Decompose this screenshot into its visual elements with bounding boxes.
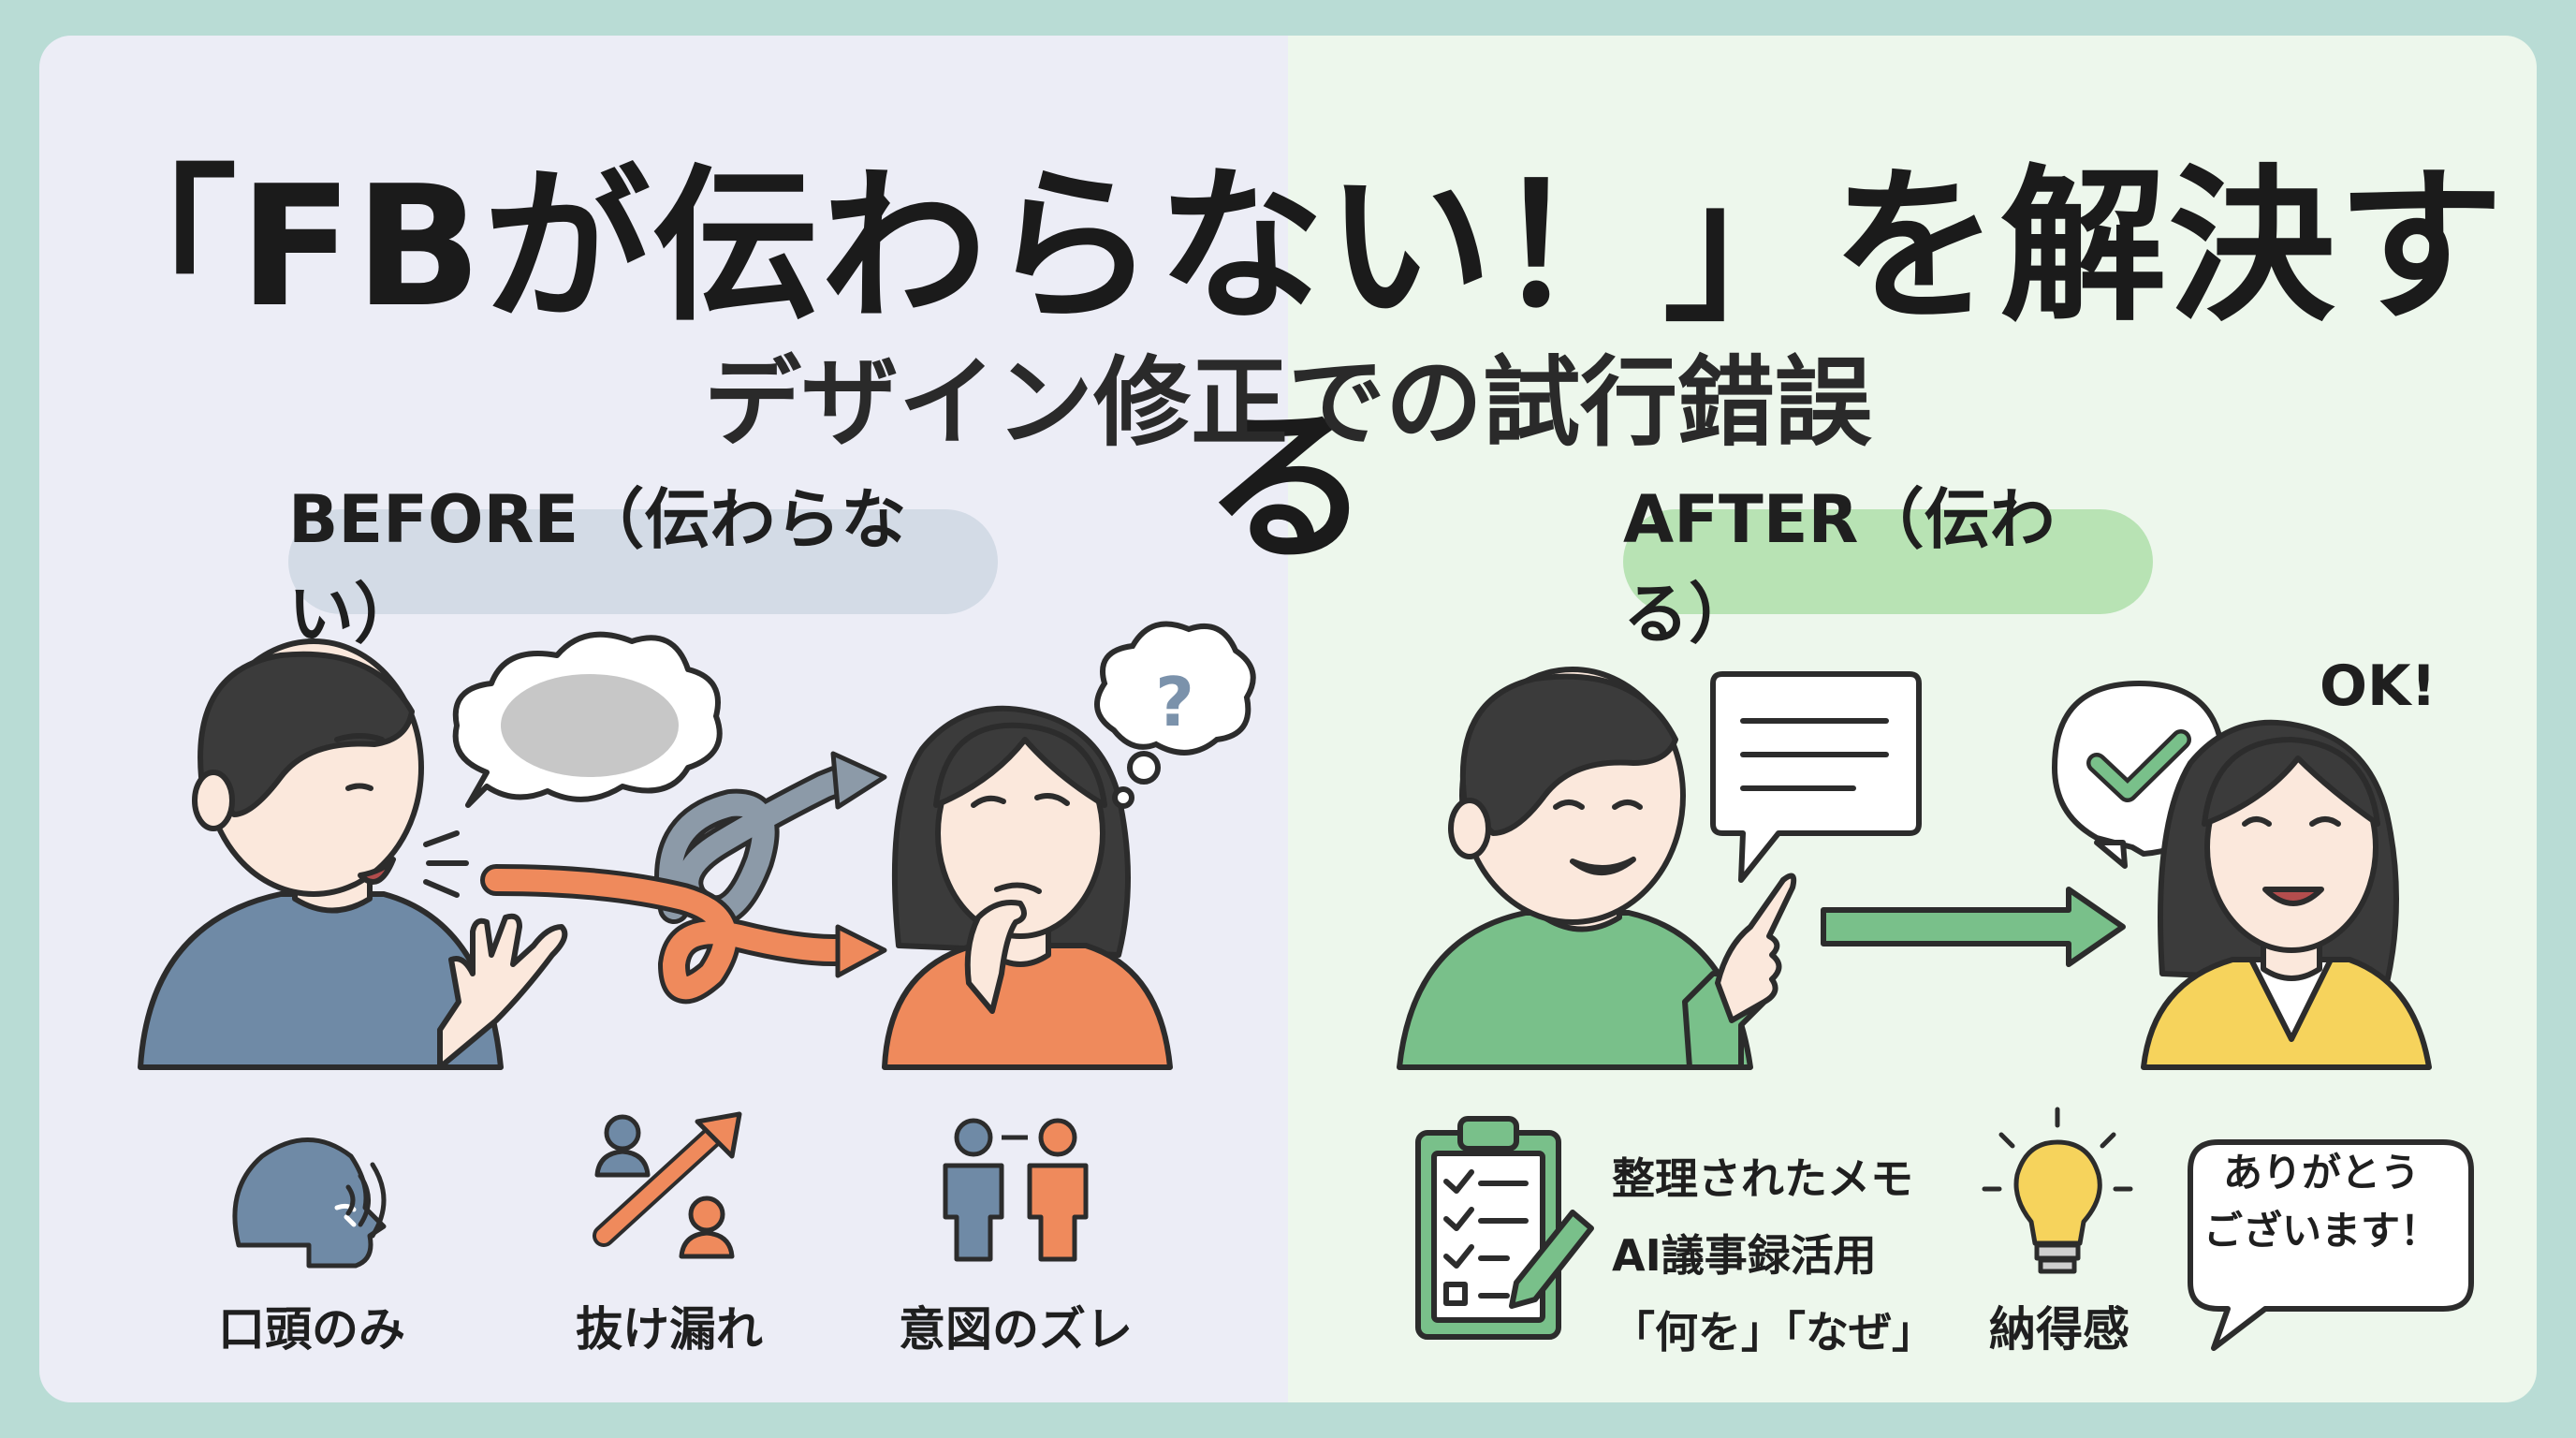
man-speaking-illustration: [138, 638, 504, 1070]
raised-hand: [437, 913, 568, 1070]
ok-exclamation: OK!: [2320, 653, 2437, 719]
memo-line: 「何を」「なぜ」: [1612, 1307, 1935, 1357]
thanks-speech-bubble-icon: [2188, 1139, 2474, 1351]
before-item-label: 意図のズレ: [899, 1302, 1133, 1357]
before-item-label: 口頭のみ: [218, 1302, 405, 1357]
memo-lines: 整理されたメモ AI議事録活用 「何を」「なぜ」: [1612, 1140, 1935, 1371]
before-label: BEFORE（伝わらない）: [288, 481, 998, 653]
gray-arrowhead-icon: [830, 751, 887, 810]
thanks-line: ございます！: [2203, 1208, 2439, 1254]
thanks-text: ありがとう ございます！: [2181, 1144, 2462, 1260]
speech-sound-marks: [423, 830, 469, 898]
main-title: 「FBが伝わらない！」を解決する: [70, 150, 2506, 584]
misaligned-people-icon: [943, 1118, 1089, 1262]
straight-arrow-icon: [1821, 887, 2126, 967]
question-mark: ?: [1155, 663, 1194, 741]
confused-woman-illustration: [882, 705, 1173, 1070]
memo-speech-bubble-icon: [1710, 671, 1922, 883]
light-bulb-icon: [1982, 1107, 2133, 1274]
thanks-line: ありがとう: [2222, 1150, 2420, 1196]
understanding-label: 納得感: [1989, 1302, 2130, 1357]
subtitle: デザイン修正での試行錯誤: [703, 345, 1872, 460]
omission-arrow-icon: [593, 1111, 742, 1259]
tangled-arrows-icon: [480, 761, 868, 1005]
clipboard-checklist-icon: [1415, 1116, 1594, 1340]
before-item-label: 抜け漏れ: [576, 1302, 763, 1357]
blurry-thought-cloud-icon: [452, 631, 723, 808]
smiling-woman-illustration: [2141, 719, 2432, 1070]
memo-line: 整理されたメモ: [1612, 1153, 1913, 1204]
question-thought-bubble-icon: [1094, 621, 1256, 809]
speaking-head-icon: [232, 1137, 387, 1269]
memo-line: AI議事録活用: [1612, 1230, 1877, 1281]
orange-arrowhead-icon: [835, 924, 887, 978]
man-pointing-illustration: [1397, 667, 1797, 1070]
